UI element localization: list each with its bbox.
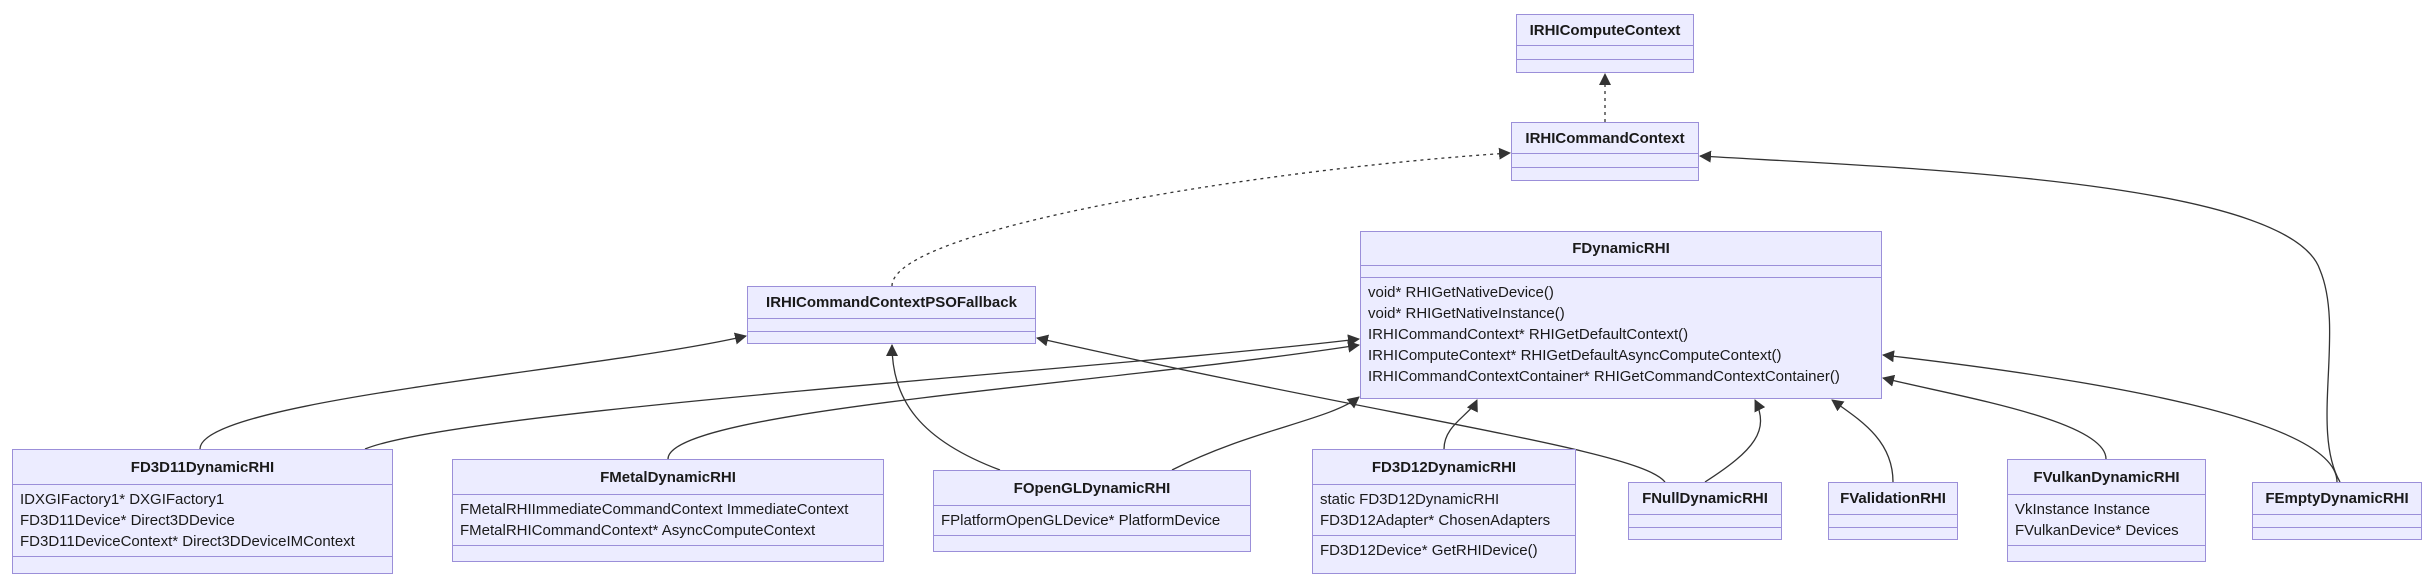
attributes-section: [748, 319, 1035, 332]
attributes-section: static FD3D12DynamicRHI FD3D12Adapter* C…: [1313, 485, 1575, 536]
class-irhicommandcontextpsofallback[interactable]: IRHICommandContextPSOFallback: [747, 286, 1036, 344]
attribute: FD3D11DeviceContext* Direct3DDeviceIMCon…: [20, 533, 355, 550]
class-name: FNullDynamicRHI: [1629, 483, 1781, 515]
class-fvalidationrhi[interactable]: FValidationRHI: [1828, 482, 1958, 540]
edge-fnulldynamicrhi-to-irhicommandcontextpsofallback: [1036, 334, 1666, 483]
attribute: IDXGIFactory1* DXGIFactory1: [20, 491, 225, 508]
attribute: FVulkanDevice* Devices: [2015, 522, 2179, 539]
methods-section: [1512, 168, 1698, 182]
attributes-section: [1361, 266, 1881, 278]
class-fvulkandynamicrhi[interactable]: FVulkanDynamicRHI VkInstance Instance FV…: [2007, 459, 2206, 562]
class-name: IRHICommandContext: [1512, 123, 1698, 154]
attributes-section: [1517, 46, 1693, 60]
methods-section: [1629, 528, 1781, 541]
attributes-section: [2253, 515, 2421, 528]
attribute: FPlatformOpenGLDevice* PlatformDevice: [941, 512, 1221, 529]
method: IRHICommandContextContainer* RHIGetComma…: [1368, 368, 1840, 385]
class-fd3d11dynamicrhi[interactable]: FD3D11DynamicRHI IDXGIFactory1* DXGIFact…: [12, 449, 393, 574]
attributes-section: [1829, 515, 1957, 528]
attributes-section: FPlatformOpenGLDevice* PlatformDevice: [934, 506, 1250, 536]
class-name: IRHIComputeContext: [1517, 15, 1693, 46]
methods-section: FD3D12Device* GetRHIDevice(): [1313, 536, 1575, 565]
edge-femptydynamicrhi-to-irhicommandcontext: [1699, 150, 2341, 483]
methods-section: [748, 332, 1035, 345]
attributes-section: IDXGIFactory1* DXGIFactory1 FD3D11Device…: [13, 485, 392, 557]
method: IRHICommandContext* RHIGetDefaultContext…: [1368, 326, 1689, 343]
class-name: FValidationRHI: [1829, 483, 1957, 515]
edge-fd3d12dynamicrhi-to-fdynamicrhi: [1443, 399, 1478, 450]
methods-section: [13, 557, 392, 569]
class-fmetaldynamicrhi[interactable]: FMetalDynamicRHI FMetalRHIImmediateComma…: [452, 459, 884, 562]
attributes-section: VkInstance Instance FVulkanDevice* Devic…: [2008, 495, 2205, 546]
class-name: FMetalDynamicRHI: [453, 460, 883, 495]
methods-section: [1517, 60, 1693, 74]
class-fd3d12dynamicrhi[interactable]: FD3D12DynamicRHI static FD3D12DynamicRHI…: [1312, 449, 1576, 574]
attribute: FMetalRHIImmediateCommandContext Immedia…: [460, 501, 849, 518]
method: IRHIComputeContext* RHIGetDefaultAsyncCo…: [1368, 347, 1782, 364]
class-name: FD3D11DynamicRHI: [13, 450, 392, 485]
attribute: FD3D11Device* Direct3DDevice: [20, 512, 235, 529]
class-fdynamicrhi[interactable]: FDynamicRHI void* RHIGetNativeDevice() v…: [1360, 231, 1882, 399]
edge-fopengldynamicrhi-to-irhicommandcontextpsofallback: [886, 344, 1001, 471]
edge-fnulldynamicrhi-to-fdynamicrhi: [1704, 399, 1766, 483]
attributes-section: FMetalRHIImmediateCommandContext Immedia…: [453, 495, 883, 546]
methods-section: [1829, 528, 1957, 541]
class-name: IRHICommandContextPSOFallback: [748, 287, 1035, 319]
attribute: FD3D12Adapter* ChosenAdapters: [1320, 512, 1551, 529]
methods-section: void* RHIGetNativeDevice() void* RHIGetN…: [1361, 278, 1881, 391]
attribute: static FD3D12DynamicRHI: [1320, 491, 1500, 508]
method: void* RHIGetNativeDevice(): [1368, 284, 1554, 301]
class-name: FEmptyDynamicRHI: [2253, 483, 2421, 515]
edge-irhicommandcontextpsofallback-to-irhicommandcontext: [891, 147, 1511, 287]
edge-fvalidationrhi-to-fdynamicrhi: [1831, 399, 1894, 483]
methods-section: [453, 546, 883, 558]
methods-section: [934, 536, 1250, 548]
methods-section: [2253, 528, 2421, 541]
class-fopengldynamicrhi[interactable]: FOpenGLDynamicRHI FPlatformOpenGLDevice*…: [933, 470, 1251, 552]
class-femptydynamicrhi[interactable]: FEmptyDynamicRHI: [2252, 482, 2422, 540]
methods-section: [2008, 546, 2205, 558]
edge-fvulkandynamicrhi-to-fdynamicrhi: [1882, 374, 2107, 460]
class-irhicomputecontext[interactable]: IRHIComputeContext: [1516, 14, 1694, 73]
edge-femptydynamicrhi-to-fdynamicrhi: [1882, 350, 2338, 483]
edge-fd3d11dynamicrhi-to-irhicommandcontextpsofallback: [199, 332, 747, 450]
edge-fopengldynamicrhi-to-fdynamicrhi: [1171, 396, 1360, 471]
method: void* RHIGetNativeInstance(): [1368, 305, 1565, 322]
class-name: FVulkanDynamicRHI: [2008, 460, 2205, 495]
edge-fmetaldynamicrhi-to-fdynamicrhi: [667, 340, 1360, 460]
attribute: VkInstance Instance: [2015, 501, 2151, 518]
class-irhicommandcontext[interactable]: IRHICommandContext: [1511, 122, 1699, 181]
edge-fd3d11dynamicrhi-to-fdynamicrhi: [364, 334, 1360, 450]
class-name: FDynamicRHI: [1361, 232, 1881, 266]
method: FD3D12Device* GetRHIDevice(): [1320, 542, 1538, 559]
class-name: FD3D12DynamicRHI: [1313, 450, 1575, 485]
attributes-section: [1629, 515, 1781, 528]
class-name: FOpenGLDynamicRHI: [934, 471, 1250, 506]
attributes-section: [1512, 154, 1698, 168]
class-fnulldynamicrhi[interactable]: FNullDynamicRHI: [1628, 482, 1782, 540]
attribute: FMetalRHICommandContext* AsyncComputeCon…: [460, 522, 816, 539]
